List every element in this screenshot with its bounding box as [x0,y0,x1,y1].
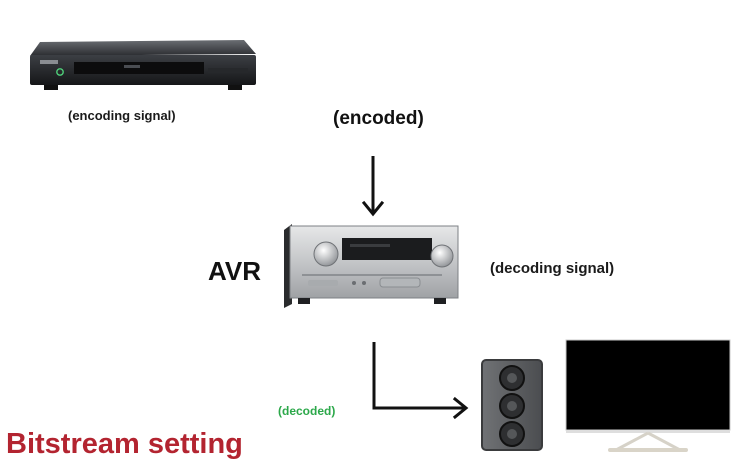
encoded-waveform-icon [298,36,478,96]
blu-ray-player-icon [26,38,258,94]
av-receiver-icon [284,224,462,310]
decoding-signal-label: (decoding signal) [490,260,615,277]
avr-label: AVR [208,256,261,286]
encoded-label: (encoded) [333,108,424,129]
decoded-label: (decoded) [278,404,336,418]
down-arrow-icon [361,156,385,218]
decoded-waveform-icon [262,360,372,398]
encoding-signal-label: (encoding signal) [68,108,176,123]
right-elbow-arrow-icon [364,342,474,422]
speaker-icon [478,358,546,454]
tv-icon [560,338,736,458]
diagram-title: Bitstream setting [6,428,243,460]
